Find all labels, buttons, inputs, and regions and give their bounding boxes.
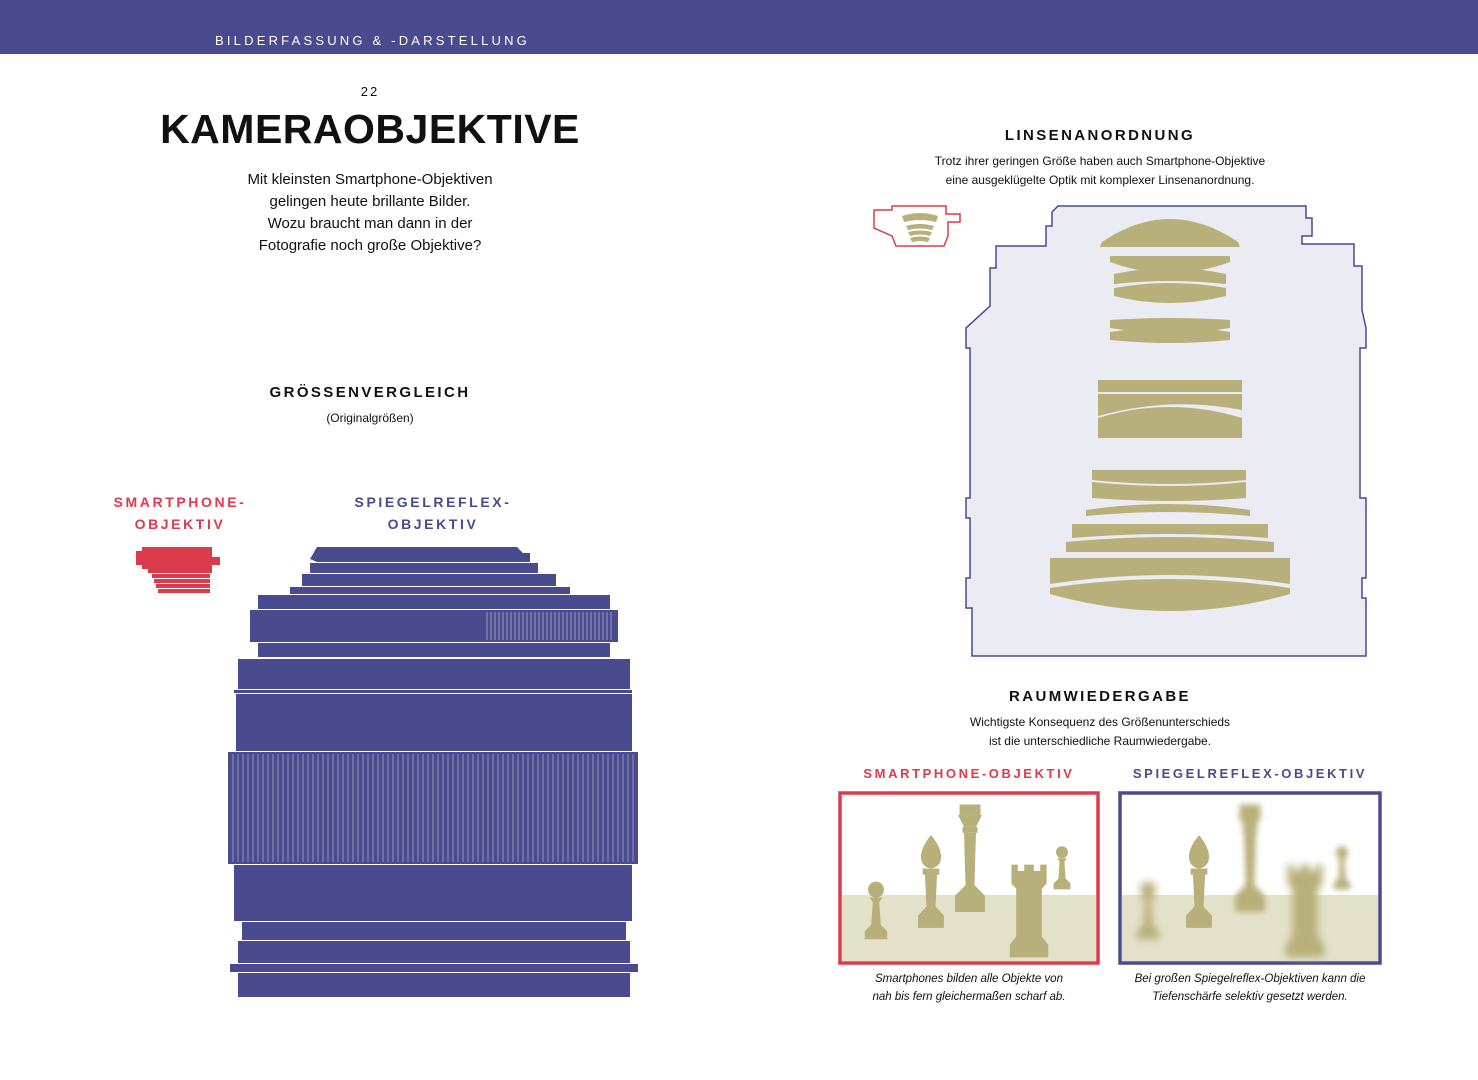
label-line: SPIEGELREFLEX- (354, 494, 512, 510)
smartphone-lens-label: SMARTPHONE- OBJEKTIV (100, 491, 260, 535)
dslr-chess-panel (1118, 791, 1382, 965)
page-title: KAMERAOBJEKTIVE (160, 106, 580, 152)
section-label: BILDERFASSUNG & -DARSTELLUNG (215, 33, 530, 48)
lens-elements (1050, 219, 1290, 611)
lens-arrangement-text: Trotz ihrer geringen Größe haben auch Sm… (880, 152, 1320, 190)
text-line: ist die unterschiedliche Raumwiedergabe. (988, 734, 1212, 748)
dslr-panel-label: SPIEGELREFLEX-OBJEKTIV (1132, 766, 1368, 781)
label-line: SMARTPHONE- (113, 494, 247, 510)
intro-line: Mit kleinsten Smartphone-Objektiven (247, 171, 493, 188)
intro-line: gelingen heute brillante Bilder. (269, 193, 471, 210)
intro-line: Fotografie noch große Objektive? (258, 237, 482, 254)
smartphone-lens-illustration (136, 547, 220, 593)
zoom-ring-ribbing (232, 754, 634, 862)
intro-line: Wozu braucht man dann in der (267, 215, 473, 232)
smartphone-lens-outline (873, 205, 961, 247)
smartphone-chess-panel (838, 791, 1100, 965)
dslr-lens-label: SPIEGELREFLEX- OBJEKTIV (348, 491, 518, 535)
label-line: OBJEKTIV (134, 516, 226, 532)
grip-ribbing (486, 612, 612, 640)
spatial-rendering-heading: RAUMWIEDERGABE (1009, 688, 1191, 705)
smartphone-caption: Smartphones bilden alle Objekte von nah … (838, 970, 1100, 1006)
smartphone-panel-label: SMARTPHONE-OBJEKTIV (863, 766, 1075, 781)
spatial-rendering-text: Wichtigste Konsequenz des Größenuntersch… (900, 713, 1300, 751)
caption-line: nah bis fern gleichermaßen scharf ab. (872, 991, 1066, 1003)
caption-line: Bei großen Spiegelreflex-Objektiven kann… (1134, 973, 1366, 985)
label-line: OBJEKTIV (387, 516, 479, 532)
lens-cross-section (965, 205, 1367, 657)
intro-text: Mit kleinsten Smartphone-Objektiven geli… (200, 169, 540, 257)
caption-line: Tiefenschärfe selektiv gesetzt werden. (1152, 991, 1348, 1003)
text-line: Trotz ihrer geringen Größe haben auch Sm… (934, 154, 1266, 168)
text-line: eine ausgeklügelte Optik mit komplexer L… (945, 173, 1255, 187)
dslr-caption: Bei großen Spiegelreflex-Objektiven kann… (1110, 970, 1390, 1006)
size-comparison-note: (Originalgrößen) (326, 411, 414, 425)
page-number: 22 (360, 84, 380, 99)
caption-line: Smartphones bilden alle Objekte von (875, 973, 1063, 985)
lens-arrangement-heading: LINSENANORDNUNG (1004, 127, 1196, 144)
dslr-lens-illustration (228, 547, 638, 997)
header-bar (0, 0, 1478, 54)
text-line: Wichtigste Konsequenz des Größenuntersch… (969, 715, 1231, 729)
size-comparison-heading: GRÖSSENVERGLEICH (269, 384, 471, 401)
